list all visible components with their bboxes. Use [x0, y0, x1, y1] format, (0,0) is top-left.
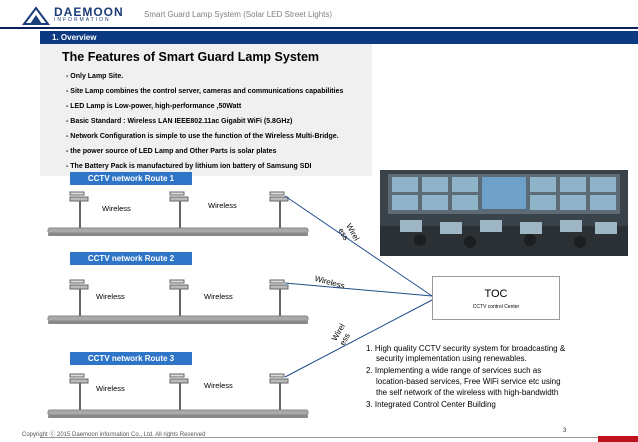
route-2-link-label: Wireless	[204, 292, 233, 301]
copyright: Copyright ⓒ 2015 Daemoon information Co.…	[22, 432, 206, 438]
benefit-item: security implementation using renewables…	[376, 354, 527, 363]
route-3-link-label: Wireless	[96, 384, 125, 393]
daemoon-logo-icon	[22, 6, 50, 25]
route-3-banner: CCTV network Route 3	[70, 352, 192, 365]
section-bar	[40, 31, 638, 44]
benefit-item: location-based services, Free WiFi servi…	[376, 377, 561, 386]
features-panel	[40, 44, 372, 176]
street-lamp-icon	[69, 191, 289, 228]
benefit-item: the self network of the wireless with hi…	[376, 388, 559, 397]
feature-item: - Basic Standard : Wireless LAN IEEE802.…	[66, 118, 293, 125]
route-2-pole	[47, 315, 309, 324]
route-1-link-label: Wireless	[208, 201, 237, 210]
control-center-photo	[380, 170, 628, 256]
benefit-item: 2. Implementing a wide range of services…	[366, 366, 542, 375]
page-title: Smart Guard Lamp System (Solar LED Stree…	[144, 10, 333, 19]
header	[0, 0, 638, 30]
benefit-item: 3. Integrated Control Center Building	[366, 400, 496, 409]
footer-divider	[40, 437, 638, 438]
toc-title: TOC	[484, 288, 508, 300]
feature-item: - The Battery Pack is manufactured by li…	[66, 163, 312, 170]
brand-name: DAEMOON	[54, 5, 124, 19]
route-3-link-label: Wireless	[204, 381, 233, 390]
feature-item: - the power source of LED Lamp and Other…	[66, 148, 277, 155]
route-1-link-label: Wireless	[102, 204, 131, 213]
route-2-link-label: Wireless	[96, 292, 125, 301]
street-lamp-icon	[69, 373, 289, 410]
footer-accent	[598, 436, 638, 442]
toc-subtitle: CCTV control Center	[472, 304, 520, 310]
page-number: 3	[563, 428, 567, 434]
toc-box	[432, 276, 560, 320]
feature-item: - Network Configuration is simple to use…	[66, 133, 339, 140]
feature-item: - Site Lamp combines the control server,…	[66, 88, 344, 95]
wireless-link-lines	[284, 195, 433, 378]
brand-subtitle: INFORMATION	[54, 17, 111, 23]
route-3-pole	[47, 409, 309, 418]
route-2-banner: CCTV network Route 2	[70, 252, 192, 265]
section-label: 1. Overview	[52, 33, 97, 42]
feature-item: - Only Lamp Site.	[66, 73, 124, 80]
street-lamp-icon	[69, 279, 289, 316]
benefit-item: 1. High quality CCTV security system for…	[366, 344, 566, 353]
feature-item: - LED Lamp is Low-power, high-performanc…	[66, 103, 242, 110]
features-title: The Features of Smart Guard Lamp System	[62, 50, 320, 64]
route-1-pole	[47, 227, 309, 236]
header-divider	[0, 27, 638, 29]
route-1-banner: CCTV network Route 1	[70, 172, 192, 185]
